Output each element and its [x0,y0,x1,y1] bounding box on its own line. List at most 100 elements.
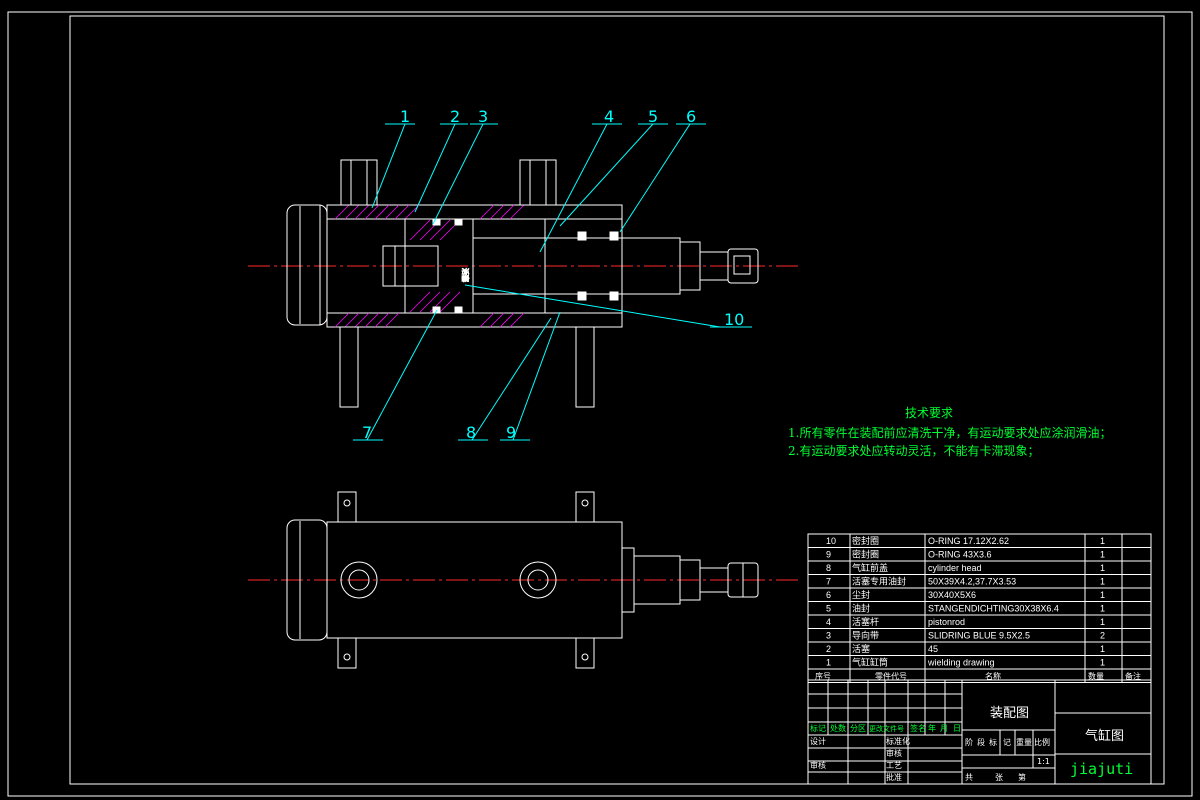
tech-requirements-title: 技术要求 [905,406,954,420]
rev-label-sign: 签名 [910,723,926,733]
stage-label-2: 段 [977,737,985,747]
bom-row-spec: STANGENDICHTING30X38X6.4 [928,604,1059,614]
bom-header-seq: 序号 [815,671,831,681]
rev-label-day: 日 [953,724,961,733]
bom-row-spec: cylinder head [928,563,982,573]
balloon-1: 1 [400,107,410,126]
bom-row-qty: 1 [1100,644,1105,654]
bom-row-no: 10 [826,536,836,546]
sheet-label: 张 [995,773,1003,782]
bom-row-name: 活塞 [852,643,870,654]
sheet-total-label: 共 [965,773,973,782]
role-design: 设计 [810,736,826,746]
bom-row-spec: 45 [928,644,938,654]
bom-header-name: 名称 [985,671,1001,681]
balloon-7: 7 [362,423,372,442]
barrel-hatching [334,204,525,328]
bom-row-name: 气缸前盖 [852,562,888,573]
rev-label-count: 处数 [830,723,846,733]
balloon-9: 9 [506,423,516,442]
rev-label-month: 月 [940,724,948,733]
role-check: 审核 [886,748,902,758]
bom-row-qty: 1 [1100,617,1105,627]
role-process: 工艺 [886,761,902,770]
bom-row-spec: 50X39X4.2,37.7X3.53 [928,577,1016,587]
balloon-5: 5 [648,107,658,126]
title-block [807,679,1152,785]
role-audit: 审核 [810,760,826,770]
balloon-numbers: 1 2 3 4 5 6 7 8 9 10 [362,107,744,442]
bom-row-qty: 2 [1100,631,1105,641]
bom-row-no: 8 [826,563,831,573]
bom-row-name: 导向带 [852,630,879,641]
bom-row-spec: pistonrod [928,617,965,627]
title-block-text: 标记 处数 分区 更改文件号 签名 年 月 日 设计 标准化 审核 工艺 批准 … [810,706,1133,782]
rod-end-clevis [727,248,759,284]
section-view: 活塞 [248,159,798,408]
bom-header-note: 备注 [1125,671,1141,681]
balloon-leaders [353,123,752,441]
bom-row-name: 油封 [852,603,870,614]
role-approve: 批准 [886,772,902,782]
stage-label-4: 记 [1003,738,1011,747]
tech-requirement-1: 1.所有零件在装配前应清洗干净，有运动要求处应涂润滑油； [788,426,1112,440]
front-mount-foot [575,326,595,408]
exterior-port-rear [340,561,378,599]
balloon-2: 2 [450,107,460,126]
bom-row-name: 尘封 [852,589,870,600]
balloon-8: 8 [466,423,476,442]
sheet-outer-border [7,11,1193,797]
bom-row-no: 5 [826,604,831,614]
bom-row-no: 3 [826,631,831,641]
bom-row-name: 气缸缸筒 [852,657,888,668]
balloon-6: 6 [686,107,696,126]
company-name: jiajuti [1070,760,1133,778]
bom-row-no: 9 [826,550,831,560]
bom-row-qty: 1 [1100,590,1105,600]
bom-row-qty: 1 [1100,658,1105,668]
barrel-top-wall [326,204,623,220]
rear-mount-foot [339,326,359,408]
bom-header-code: 零件代号 [875,671,907,681]
bom-row-qty: 1 [1100,604,1105,614]
bom-row-name: 密封圈 [852,549,879,560]
bom-row-spec: wielding drawing [927,658,995,668]
rear-end-cap [286,204,328,326]
bom-row-qty: 1 [1100,550,1105,560]
bom-table [807,533,1152,683]
rear-port [340,159,378,206]
sheet-page-label: 第 [1018,772,1026,782]
bom-row-spec: SLIDRING BLUE 9.5X2.5 [928,631,1030,641]
balloon-3: 3 [478,107,488,126]
bom-row-no: 7 [826,577,831,587]
tech-requirement-2: 2.有运动要求处应转动灵活，不能有卡滞现象； [788,444,1040,458]
barrel-bottom-wall [326,312,623,328]
exterior-view [248,491,798,669]
bom-row-no: 1 [826,658,831,668]
piston-label: 活塞 [461,268,470,282]
bom-row-spec: O-RING 17.12X2.62 [928,536,1009,546]
rev-label-mark: 标记 [810,723,826,733]
bom-row-name: 活塞杆 [852,616,879,627]
stage-label-1: 阶 [965,737,973,747]
role-standard: 标准化 [886,736,910,746]
sheet-inner-border [69,15,1165,785]
stage-label-weight: 重量 [1016,737,1032,747]
bom-row-qty: 1 [1100,536,1105,546]
bom-header-qty: 数量 [1088,671,1104,681]
piston-nut [382,245,439,287]
rev-label-zone: 分区 [850,724,866,733]
bom-row-no: 2 [826,644,831,654]
stage-label-3: 标 [989,737,997,747]
balloon-4: 4 [604,107,614,126]
bom-row-name: 活塞专用油封 [852,576,906,587]
stage-label-scale: 比例 [1034,737,1050,747]
drawing-title: 气缸图 [1085,728,1124,744]
bom-row-no: 6 [826,590,831,600]
bom-row-qty: 1 [1100,577,1105,587]
front-port [519,159,557,206]
scale-value: 1:1 [1037,757,1050,766]
bom-row-spec: 30X40X5X6 [928,590,976,600]
